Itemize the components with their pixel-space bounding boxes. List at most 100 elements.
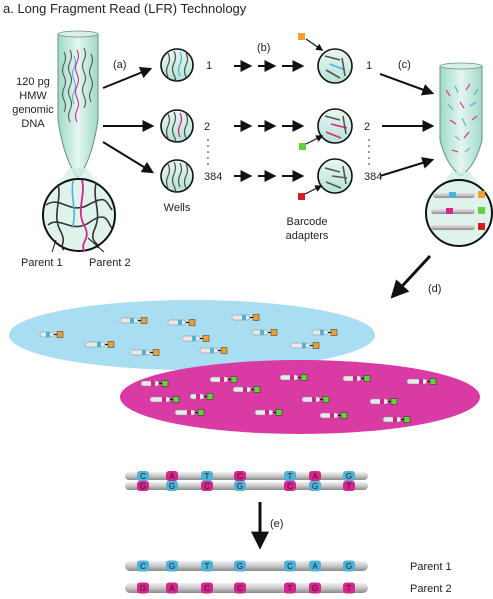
parent1-base-7: G <box>343 560 355 572</box>
read-orange-1 <box>119 317 148 324</box>
read-green-5 <box>406 378 437 385</box>
svg-text:C: C <box>204 482 210 491</box>
svg-text:HMW: HMW <box>19 90 47 102</box>
bottom-base-5: C <box>284 481 296 491</box>
svg-text:T: T <box>347 482 352 491</box>
read-orange-2 <box>84 341 115 348</box>
svg-text:A: A <box>169 584 175 593</box>
svg-text:G: G <box>237 562 243 571</box>
svg-text:T: T <box>347 584 352 593</box>
parent1-base-4: G <box>234 560 246 572</box>
figure-title: a. Long Fragment Read (LFR) Technology <box>3 1 247 16</box>
svg-text:G: G <box>346 472 352 481</box>
genomic-dna-tube <box>44 30 112 200</box>
parent2-base-1: G <box>137 582 149 594</box>
read-orange-10 <box>289 342 320 349</box>
bottom-base-7: T <box>343 481 355 491</box>
input-label: 120 pg HMW genomic DNA <box>12 76 54 130</box>
svg-text:G: G <box>140 584 146 593</box>
bottom-base-3: C <box>201 481 213 491</box>
parent2-output-label: Parent 2 <box>410 583 452 595</box>
fragment-number-384: 384 <box>364 171 382 183</box>
parent1-output-label: Parent 1 <box>410 561 452 573</box>
read-green-13 <box>382 416 411 423</box>
bottom-base-6: G <box>309 481 321 491</box>
svg-text:genomic: genomic <box>12 104 54 116</box>
parent1-base-2: G <box>166 560 178 572</box>
svg-text:A: A <box>312 472 318 481</box>
arrows-a <box>102 67 155 174</box>
svg-text:G: G <box>312 584 318 593</box>
svg-text:G: G <box>312 482 318 491</box>
top-base-7: G <box>343 471 355 481</box>
svg-text:G: G <box>169 482 175 491</box>
read-orange-11 <box>311 329 338 336</box>
parent2-label: Parent 2 <box>89 257 131 269</box>
svg-text:A: A <box>169 472 175 481</box>
wells-label: Wells <box>164 202 191 214</box>
read-orange-6 <box>251 329 278 336</box>
top-base-4: C <box>234 471 246 481</box>
read-orange-5 <box>231 314 260 321</box>
bottom-base-2: G <box>166 481 178 491</box>
well-number-2: 2 <box>204 121 210 133</box>
read-green-2 <box>209 376 238 383</box>
fragment-ellipsis <box>368 139 370 165</box>
svg-text:C: C <box>237 584 243 593</box>
well-number-1: 1 <box>206 60 212 72</box>
fragment-number-2: 2 <box>364 121 370 133</box>
read-orange-3 <box>39 331 64 338</box>
step-c-label: (c) <box>398 59 411 71</box>
read-green-12 <box>319 412 348 419</box>
well-1 <box>160 48 194 82</box>
parent1-base-5: C <box>284 560 296 572</box>
bottom-base-4: G <box>234 481 246 491</box>
parent2-base-2: A <box>166 582 178 594</box>
barcode-label-line2: adapters <box>286 230 329 242</box>
read-orange-7 <box>181 335 210 342</box>
parent2-base-6: G <box>309 582 321 594</box>
svg-text:C: C <box>204 584 210 593</box>
svg-text:C: C <box>140 472 146 481</box>
step-d-label: (d) <box>428 283 441 295</box>
arrows-c <box>379 73 435 177</box>
read-green-9 <box>369 398 398 405</box>
barcode-label-line1: Barcode <box>287 216 328 228</box>
parent2-base-4: C <box>234 582 246 594</box>
svg-text:120 pg: 120 pg <box>16 76 50 88</box>
top-base-1: C <box>137 471 149 481</box>
svg-text:T: T <box>205 562 210 571</box>
read-orange-9 <box>199 347 228 354</box>
svg-text:C: C <box>140 562 146 571</box>
read-green-14 <box>189 393 214 400</box>
fragment-well-1 <box>298 33 353 84</box>
svg-text:DNA: DNA <box>21 118 45 130</box>
parent1-label: Parent 1 <box>21 257 63 269</box>
read-green-1 <box>140 380 169 387</box>
parent2-base-7: T <box>343 582 355 594</box>
fragment-well-384 <box>298 158 353 200</box>
read-green-3 <box>279 374 308 381</box>
read-orange-8 <box>129 349 160 356</box>
bottom-base-1: G <box>137 481 149 491</box>
orange-barcode-reads <box>39 314 338 356</box>
svg-text:G: G <box>346 562 352 571</box>
read-green-8 <box>301 396 330 403</box>
svg-text:C: C <box>287 562 293 571</box>
well-2 <box>160 109 194 143</box>
top-base-6: A <box>309 471 321 481</box>
svg-text:C: C <box>287 482 293 491</box>
orange-barcode-pool <box>9 300 375 370</box>
svg-text:G: G <box>237 482 243 491</box>
step-e-label: (e) <box>270 518 283 530</box>
svg-text:A: A <box>312 562 318 571</box>
svg-text:T: T <box>288 584 293 593</box>
parent2-base-5: T <box>284 582 296 594</box>
well-number-384: 384 <box>204 171 222 183</box>
parent1-base-1: C <box>137 560 149 572</box>
top-base-2: A <box>166 471 178 481</box>
svg-text:T: T <box>288 472 293 481</box>
